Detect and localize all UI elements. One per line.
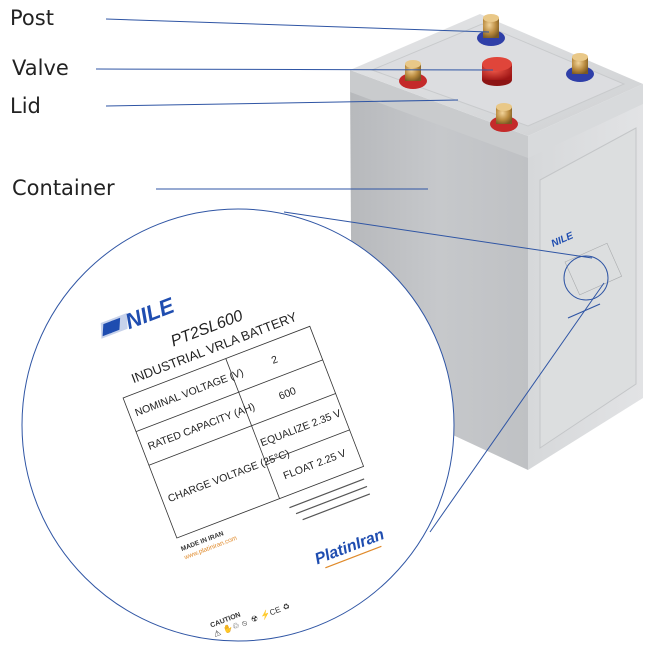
hazard-symbols: ⚠ ✋ ♲ ⦸ ☢ ⚡ CE ♻ bbox=[212, 601, 291, 639]
hazard-symbol-hazard: ☢ bbox=[250, 614, 260, 625]
maker-underline bbox=[325, 545, 382, 569]
callout-post: Post bbox=[10, 6, 54, 30]
post-positive-left bbox=[399, 60, 427, 89]
spec-rated-capacity-value: 600 bbox=[277, 385, 298, 403]
hazard-symbol-recycle: ♲ bbox=[231, 621, 241, 632]
hazard-symbol-warning: ⚠ bbox=[212, 628, 222, 639]
terminal-posts bbox=[399, 14, 594, 132]
lid-edge-front bbox=[350, 70, 528, 158]
callout-lines bbox=[95, 18, 609, 533]
magnifier-circle bbox=[21, 208, 455, 642]
hazard-symbol-ce: CE bbox=[268, 605, 282, 617]
callout-lid: Lid bbox=[10, 94, 41, 118]
persian-text-lines bbox=[289, 478, 371, 521]
zoom-line-top bbox=[283, 211, 593, 259]
zoom-source-circle bbox=[563, 255, 609, 301]
lid-leader-line bbox=[105, 99, 459, 107]
callout-valve: Valve bbox=[12, 56, 69, 80]
hazard-symbol-no-disposal: ⦸ bbox=[240, 618, 249, 629]
hazard-symbol-hand: ✋ bbox=[221, 622, 234, 635]
post-negative-right bbox=[566, 53, 594, 82]
post-positive-front bbox=[490, 103, 518, 132]
hazard-symbol-electric: ⚡ bbox=[259, 608, 272, 621]
hazard-symbol-recycle-2: ♻ bbox=[281, 601, 291, 612]
side-label-panel bbox=[539, 127, 637, 449]
lid-edge-side bbox=[528, 84, 643, 158]
zoom-line-bottom bbox=[429, 282, 605, 533]
valve-leader-line bbox=[95, 68, 494, 71]
callout-container: Container bbox=[12, 176, 115, 200]
post-negative-back bbox=[477, 14, 505, 46]
spec-nominal-voltage-value: 2 bbox=[270, 353, 280, 366]
spec-table bbox=[122, 325, 365, 539]
vent-valve bbox=[482, 57, 512, 86]
post-leader-line bbox=[105, 18, 490, 33]
